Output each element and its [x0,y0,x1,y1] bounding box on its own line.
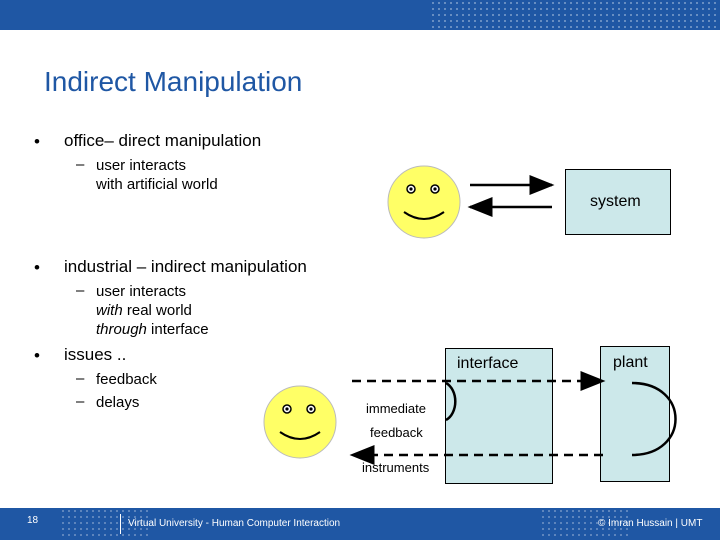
dash-marker: – [76,282,85,299]
banner-pattern [60,508,150,540]
immediate-label: immediate [366,401,426,416]
bullet-marker: • [34,132,40,151]
footer-course: Virtual University - Human Computer Inte… [128,518,341,529]
sub-bullet-feedback: feedback [96,371,157,388]
sub-line-rest: real world [122,302,192,319]
sub-bullet-delays: delays [96,394,140,411]
bullet-industrial: industrial – indirect manipulation [64,257,307,276]
bullet-marker: • [34,346,40,365]
plant-box [600,346,670,482]
instruments-label: instruments [362,460,430,475]
top-banner [0,0,720,30]
sub-line-rest: interface [146,321,209,338]
footer-divider [120,514,121,534]
interface-box [445,348,553,484]
interface-label: interface [457,355,519,372]
dash-marker: – [76,156,85,173]
smiley-face-icon [263,385,337,459]
emphasis-with: with [96,302,123,319]
sub-line: with artificial world [96,176,218,193]
sub-bullet-office: user interacts with artificial world [96,156,218,194]
dash-marker: – [76,370,85,387]
sub-line: through interface [96,320,209,339]
bullet-issues: issues .. [64,345,127,364]
sub-line: with real world [96,301,209,320]
bullet-marker: • [34,258,40,277]
banner-pattern [430,0,720,30]
feedback-label: feedback [370,425,423,440]
plant-label: plant [613,354,648,371]
bottom-banner: 18 Virtual University - Human Computer I… [0,508,720,540]
smiley-face-icon [387,165,461,239]
sub-bullet-industrial: user interacts with real world through i… [96,282,209,339]
system-box [565,169,671,235]
footer-author: © Imran Hussain | UMT [598,518,703,529]
dash-marker: – [76,393,85,410]
plant-loop [631,381,677,457]
sub-line: user interacts [96,157,187,174]
bullet-office: office– direct manipulation [64,131,262,150]
banner-pattern [540,508,630,540]
sub-line: user interacts [96,283,187,300]
system-label: system [590,193,641,210]
emphasis-through: through [96,321,147,338]
slide-title: Indirect Manipulation [44,66,303,97]
page-number: 18 [27,515,39,526]
immediate-feedback-loop [445,381,457,422]
